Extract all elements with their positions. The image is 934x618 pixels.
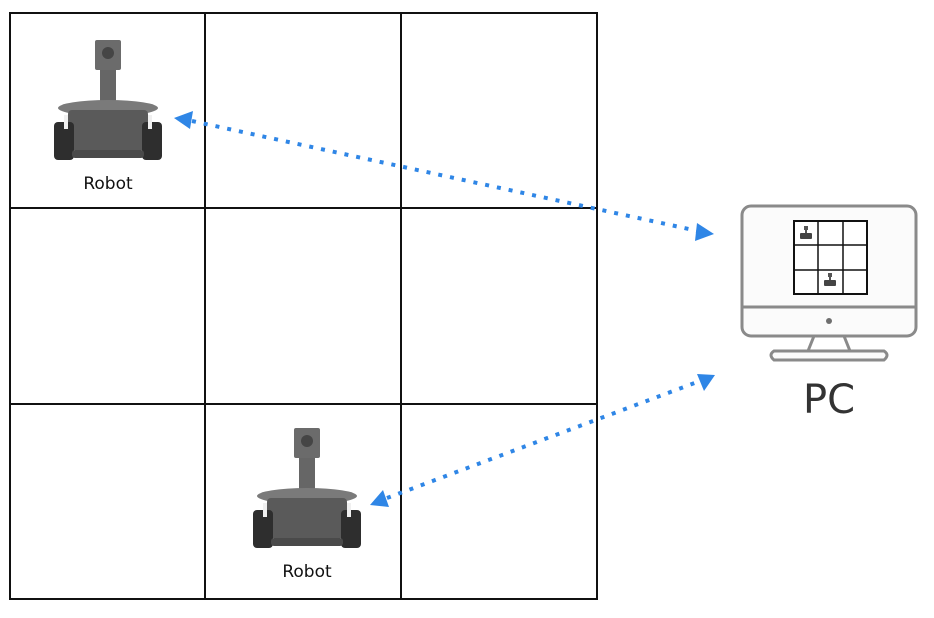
arrow-head-icon — [697, 374, 715, 391]
robot-label: Robot — [83, 174, 133, 194]
connection-robot1-pc — [174, 111, 714, 241]
pc-label: PC — [803, 377, 855, 423]
robot-label: Robot — [282, 562, 332, 582]
grid — [9, 12, 598, 600]
robot-icon — [54, 40, 162, 160]
robot-bottom-middle: Robot — [253, 428, 361, 582]
arrow-head-icon — [695, 223, 714, 241]
monitor-icon — [740, 204, 918, 362]
connection-robot2-pc — [370, 374, 715, 507]
robot-top-left: Robot — [54, 40, 162, 194]
grid-border — [9, 12, 598, 600]
mini-grid — [793, 220, 868, 295]
robot-icon — [253, 428, 361, 548]
arrow-head-icon — [370, 490, 389, 507]
pc: PC — [740, 204, 918, 423]
arrow-head-icon — [174, 111, 193, 129]
